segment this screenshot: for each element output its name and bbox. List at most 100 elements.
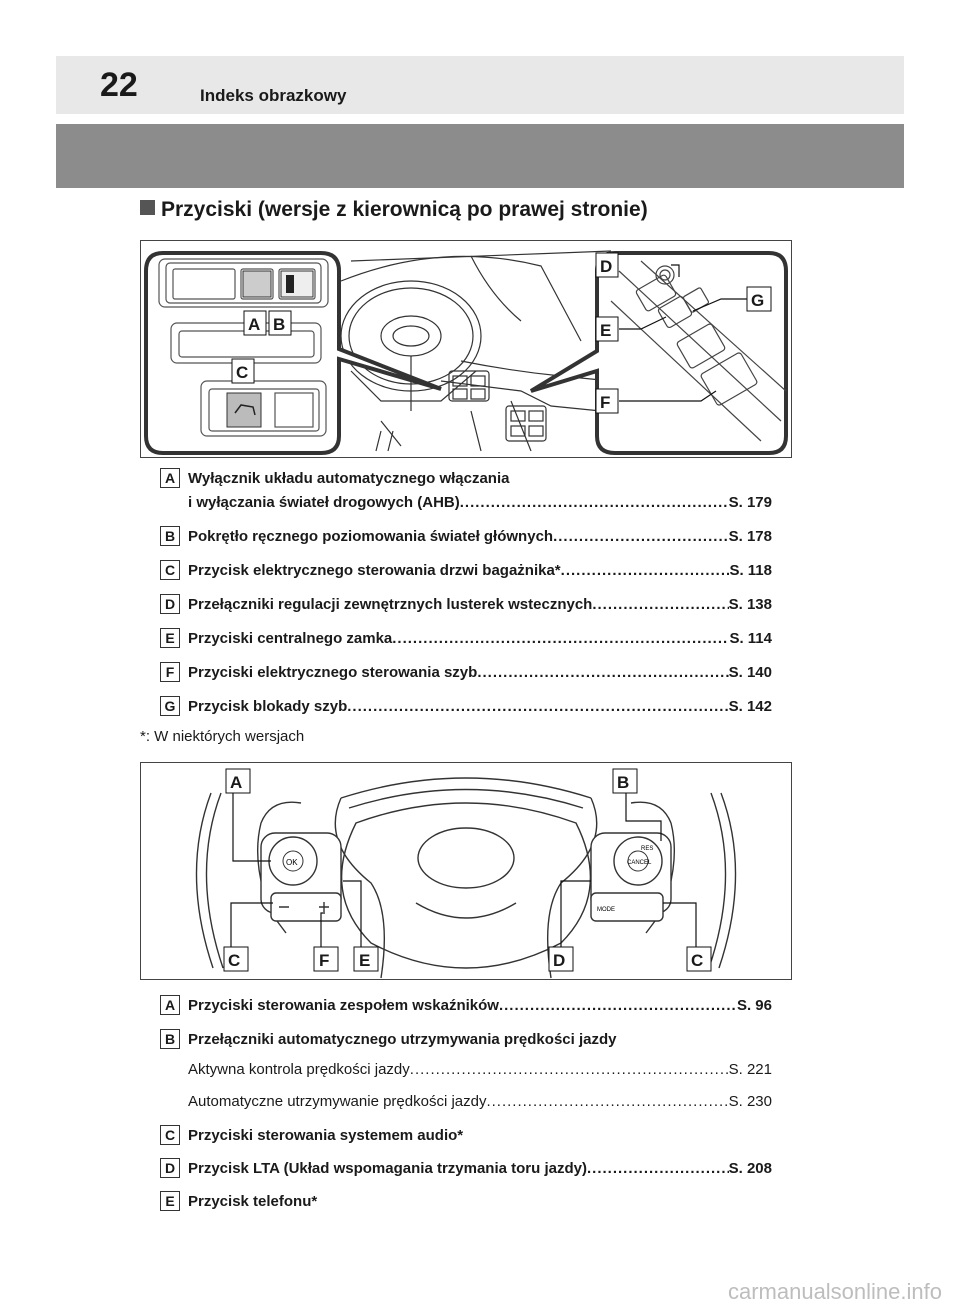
callout-B: B — [268, 310, 292, 336]
steering-wheel-illustration: OK CANCEL RES MODE A B C F E D C — [195, 768, 737, 979]
item-text: Przyciski sterowania systemem audio* — [188, 1127, 464, 1144]
bullet-square-icon — [140, 200, 155, 215]
steering-wheel-figure: OK CANCEL RES MODE A B C F E D C — [140, 762, 792, 980]
letter-box: C — [160, 1125, 180, 1145]
item-text: Przyciski elektrycznego sterowania szyb — [188, 664, 478, 681]
watermark: carmanualsonline.info — [727, 1279, 942, 1304]
leader-dots — [592, 596, 728, 613]
letter-box: B — [160, 1029, 180, 1049]
letter-box: F — [160, 662, 180, 682]
svg-text:A: A — [248, 315, 260, 334]
svg-text:D: D — [600, 257, 612, 276]
ok-label: OK — [286, 858, 298, 867]
item-text: Przełączniki automatycznego utrzymywania… — [188, 1031, 617, 1048]
svg-text:F: F — [600, 393, 610, 412]
letter-box: D — [160, 1158, 180, 1178]
leader-dots — [460, 494, 729, 511]
item-leader-row: Przełączniki regulacji zewnętrznych lust… — [188, 596, 772, 613]
svg-text:C: C — [691, 951, 703, 970]
svg-text:E: E — [359, 951, 370, 970]
callout-G: G — [746, 286, 772, 312]
list2-subitem-active-cruise: Aktywna kontrola prędkości jazdy S. 221 — [188, 1061, 772, 1078]
svg-text:C: C — [228, 951, 240, 970]
page-ref: S. 114 — [729, 630, 772, 647]
page-ref: S. 140 — [728, 664, 772, 681]
leader-dots — [392, 630, 729, 647]
callout-C: C — [231, 358, 255, 384]
item-leader-row: Przycisk LTA (Układ wspomagania trzymani… — [188, 1160, 772, 1177]
dashboard-illustration: A B C D E F G — [144, 250, 788, 455]
section-heading: Przyciski (wersje z kierownicą po prawej… — [140, 198, 648, 222]
dashboard-buttons-figure: A B C D E F G — [140, 240, 792, 458]
page-ref: S. 221 — [728, 1061, 772, 1078]
letter-box: E — [160, 1191, 180, 1211]
svg-text:G: G — [751, 291, 764, 310]
list2-subitem-cruise-control: Automatyczne utrzymywanie prędkości jazd… — [188, 1093, 772, 1110]
page-ref: S. 96 — [736, 997, 772, 1014]
section-heading-text: Przyciski (wersje z kierownicą po prawej… — [161, 198, 648, 221]
page-number: 22 — [100, 66, 138, 104]
item-text: Przyciski centralnego zamka — [188, 630, 393, 647]
callout-F: F — [595, 388, 619, 414]
letter-box: A — [160, 995, 180, 1015]
item-leader-row: Przyciski centralnego zamka S. 114 — [188, 630, 772, 647]
header-title: Indeks obrazkowy — [200, 86, 347, 105]
callout-D: D — [548, 946, 574, 972]
svg-text:B: B — [273, 315, 285, 334]
item-leader-row: Przycisk blokady szyb S. 142 — [188, 698, 772, 715]
callout-D: D — [595, 252, 619, 278]
leader-dots — [347, 698, 728, 715]
svg-text:F: F — [319, 951, 329, 970]
mode-label: MODE — [597, 907, 615, 913]
inset-right-frame — [529, 251, 788, 455]
callout-E: E — [353, 946, 379, 972]
leader-dots — [499, 997, 737, 1014]
svg-text:B: B — [617, 773, 629, 792]
page-ref: S. 179 — [728, 494, 772, 511]
callout-A: A — [225, 768, 251, 794]
footnote: *: W niektórych wersjach — [140, 728, 305, 745]
leader-dots — [561, 562, 730, 579]
item-text: Przycisk elektrycznego sterowania drzwi … — [188, 562, 561, 579]
svg-text:D: D — [553, 951, 565, 970]
cancel-label: CANCEL — [627, 860, 652, 866]
page-ref: S. 142 — [728, 698, 772, 715]
page-ref: S. 178 — [728, 528, 772, 545]
callout-B: B — [612, 768, 638, 794]
page-ref: S. 208 — [728, 1160, 772, 1177]
leader-dots — [410, 1061, 729, 1078]
item-leader-row: Przycisk elektrycznego sterowania drzwi … — [188, 562, 772, 579]
callout-C-right: C — [686, 946, 712, 972]
leader-dots — [477, 664, 728, 681]
item-text: Przycisk blokady szyb — [188, 698, 348, 715]
item-text-line2: i wyłączania świateł drogowych (AHB) — [188, 494, 460, 511]
item-text: Przycisk telefonu* — [188, 1193, 318, 1210]
header-bar — [56, 56, 904, 114]
letter-box: B — [160, 526, 180, 546]
callout-C-left: C — [223, 946, 249, 972]
letter-box: D — [160, 594, 180, 614]
item-text: Przyciski sterowania zespołem wskaźników — [188, 997, 499, 1014]
leader-dots — [553, 528, 729, 545]
callout-A: A — [243, 310, 267, 336]
section-band — [56, 124, 904, 188]
letter-box: C — [160, 560, 180, 580]
leader-dots — [587, 1160, 729, 1177]
svg-text:C: C — [236, 363, 248, 382]
res-label: RES — [641, 846, 653, 852]
item-text: Pokrętło ręcznego poziomowania świateł g… — [188, 528, 554, 545]
page-ref: S. 138 — [728, 596, 772, 613]
letter-box: E — [160, 628, 180, 648]
item-text-line1: Wyłącznik układu automatycznego włączani… — [188, 470, 510, 487]
leader-dots — [486, 1093, 728, 1110]
callout-E: E — [595, 316, 619, 342]
page-ref: S. 230 — [728, 1093, 772, 1110]
svg-text:E: E — [600, 321, 611, 340]
item-text: Przycisk LTA (Układ wspomagania trzymani… — [188, 1160, 587, 1177]
item-leader-row: i wyłączania świateł drogowych (AHB) S. 1… — [188, 494, 772, 511]
subitem-text: Aktywna kontrola prędkości jazdy — [188, 1061, 410, 1078]
callout-F: F — [313, 946, 339, 972]
svg-text:A: A — [230, 773, 242, 792]
item-text: Przełączniki regulacji zewnętrznych lust… — [188, 596, 593, 613]
page-ref: S. 118 — [729, 562, 772, 579]
